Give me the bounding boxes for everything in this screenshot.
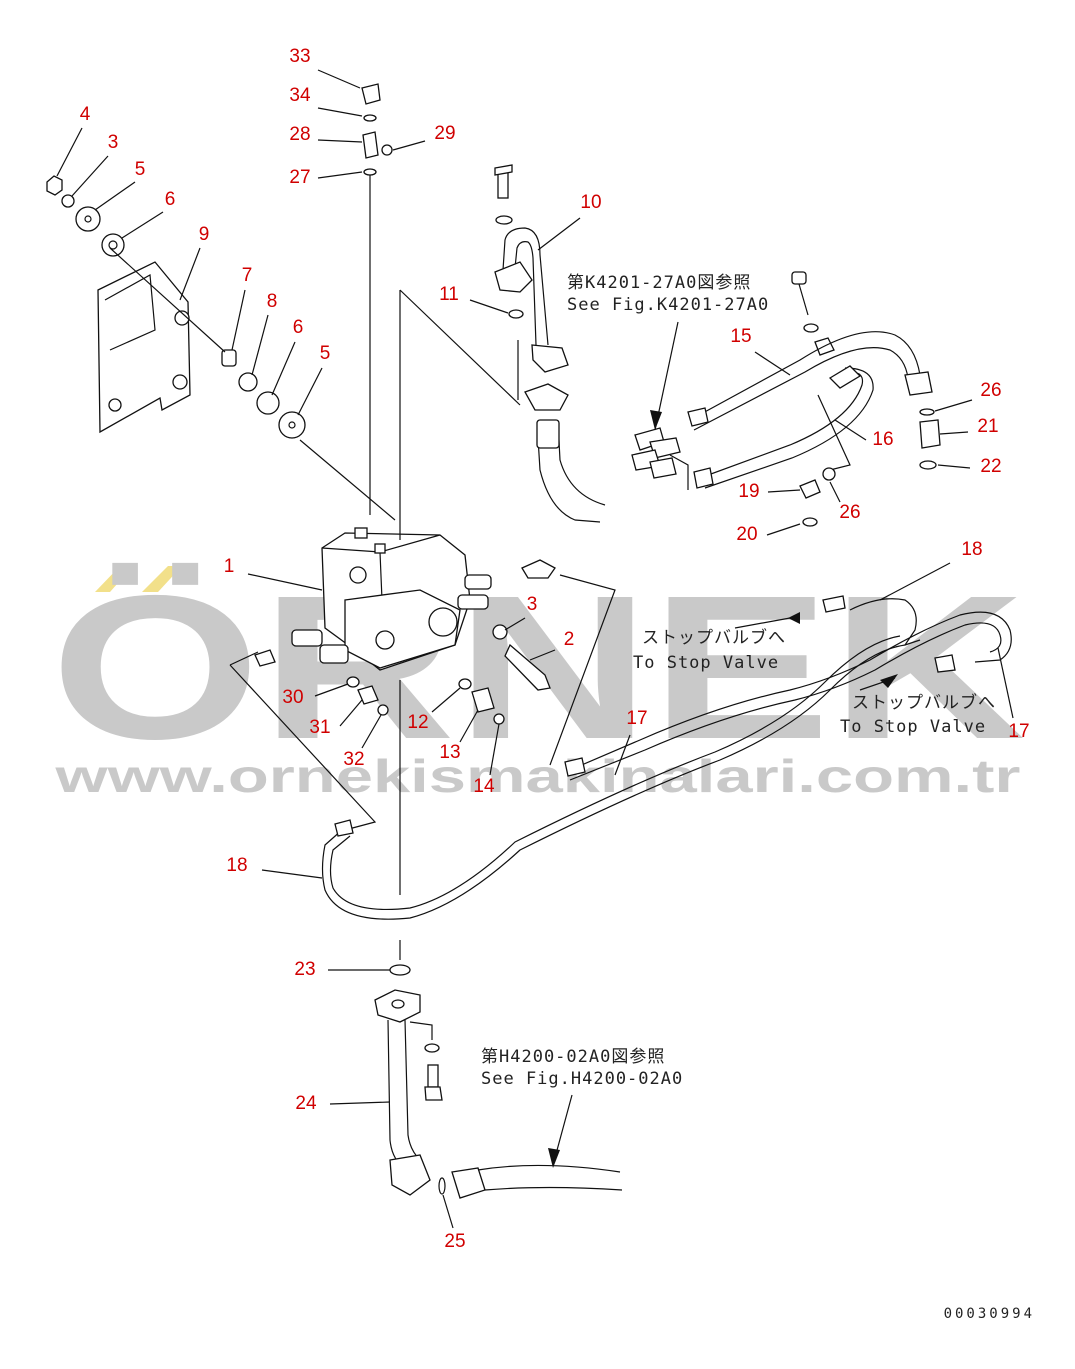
part-label: 5	[320, 343, 331, 364]
part-label: 3	[108, 132, 119, 153]
line-drawing	[46, 83, 1012, 1199]
part-label: 32	[343, 749, 364, 770]
part-label: 13	[439, 742, 460, 763]
part-label: 29	[434, 123, 455, 144]
washer-5b	[278, 411, 306, 439]
flange	[374, 989, 421, 1023]
part-label: 18	[961, 539, 982, 560]
part-label: 15	[730, 326, 751, 347]
pipe-24	[387, 1019, 406, 1169]
part-label: 17	[1008, 721, 1029, 742]
part-label: 4	[80, 104, 91, 125]
nut-4	[46, 175, 63, 196]
pipe-10	[502, 227, 549, 346]
part-label: 28	[289, 124, 310, 145]
part-label: 10	[580, 192, 601, 213]
part-label: 25	[444, 1231, 465, 1252]
reference-jp-1: 第K4201-27A0図参照	[567, 273, 751, 293]
part-label: 23	[294, 959, 315, 980]
washer-6b	[256, 391, 280, 415]
part-label: 17	[626, 708, 647, 729]
washer-5	[75, 206, 101, 232]
part-label: 7	[242, 265, 253, 286]
part-label: 21	[977, 416, 998, 437]
part-label: 24	[295, 1093, 317, 1114]
part-label: 19	[738, 481, 759, 502]
part-label: 31	[309, 717, 330, 738]
hose-17	[569, 611, 1012, 771]
destination-jp-2: ストップバルブへ	[852, 692, 996, 713]
reference-en-1: See Fig.K4201-27A0	[567, 295, 769, 315]
part-label: 11	[439, 284, 459, 305]
part-label: 27	[289, 167, 310, 188]
part-label: 26	[980, 380, 1001, 401]
part-label: 6	[293, 317, 304, 338]
part-label: 14	[473, 776, 495, 797]
reference-en-2: See Fig.H4200-02A0	[481, 1069, 683, 1089]
bolt-2	[504, 643, 551, 691]
reference-notes: 第K4201-27A0図参照 See Fig.K4201-27A0 第H4200…	[481, 273, 996, 1168]
watermark: ÖRNEK www.ornekismakinalari.com.tr	[51, 553, 1026, 802]
part-label: 33	[289, 46, 310, 67]
fitting-28	[362, 131, 379, 159]
watermark-url: www.ornekismakinalari.com.tr	[54, 750, 1021, 802]
part-label: 20	[736, 524, 757, 545]
part-label: 18	[226, 855, 247, 876]
destination-en-2: To Stop Valve	[840, 717, 986, 737]
part-label: 9	[199, 224, 210, 245]
part-label: 1	[224, 556, 235, 577]
washer-8	[238, 372, 258, 392]
spacer-7	[221, 349, 237, 367]
control-valve	[291, 527, 492, 671]
part-label: 30	[282, 687, 303, 708]
reference-jp-2: 第H4200-02A0図参照	[481, 1047, 665, 1067]
part-label: 22	[980, 456, 1001, 477]
watermark-brand: ÖRNEK	[51, 553, 1026, 782]
callouts: 33 34 28 29 27 4 3 5 6 9 7 8 6 5 10 11 1…	[56, 46, 1030, 1252]
manifold-fittings	[631, 427, 681, 479]
part-label: 12	[407, 712, 428, 733]
washer-6	[101, 233, 125, 257]
hose-15	[689, 331, 921, 421]
plug-33	[361, 83, 381, 105]
destination-jp-1: ストップバルブへ	[642, 627, 786, 648]
part-label: 8	[267, 291, 278, 312]
part-label: 34	[289, 85, 311, 106]
part-label: 26	[839, 502, 860, 523]
document-id: 00030994	[944, 1306, 1035, 1322]
destination-en-1: To Stop Valve	[633, 653, 779, 673]
part-label: 16	[872, 429, 893, 450]
part-label: 2	[564, 629, 575, 650]
mounting-bracket	[97, 261, 191, 434]
washer-3	[61, 194, 75, 208]
part-label: 5	[135, 159, 146, 180]
part-label: 3	[527, 594, 538, 615]
hose-18	[321, 639, 921, 920]
part-label: 6	[165, 189, 176, 210]
